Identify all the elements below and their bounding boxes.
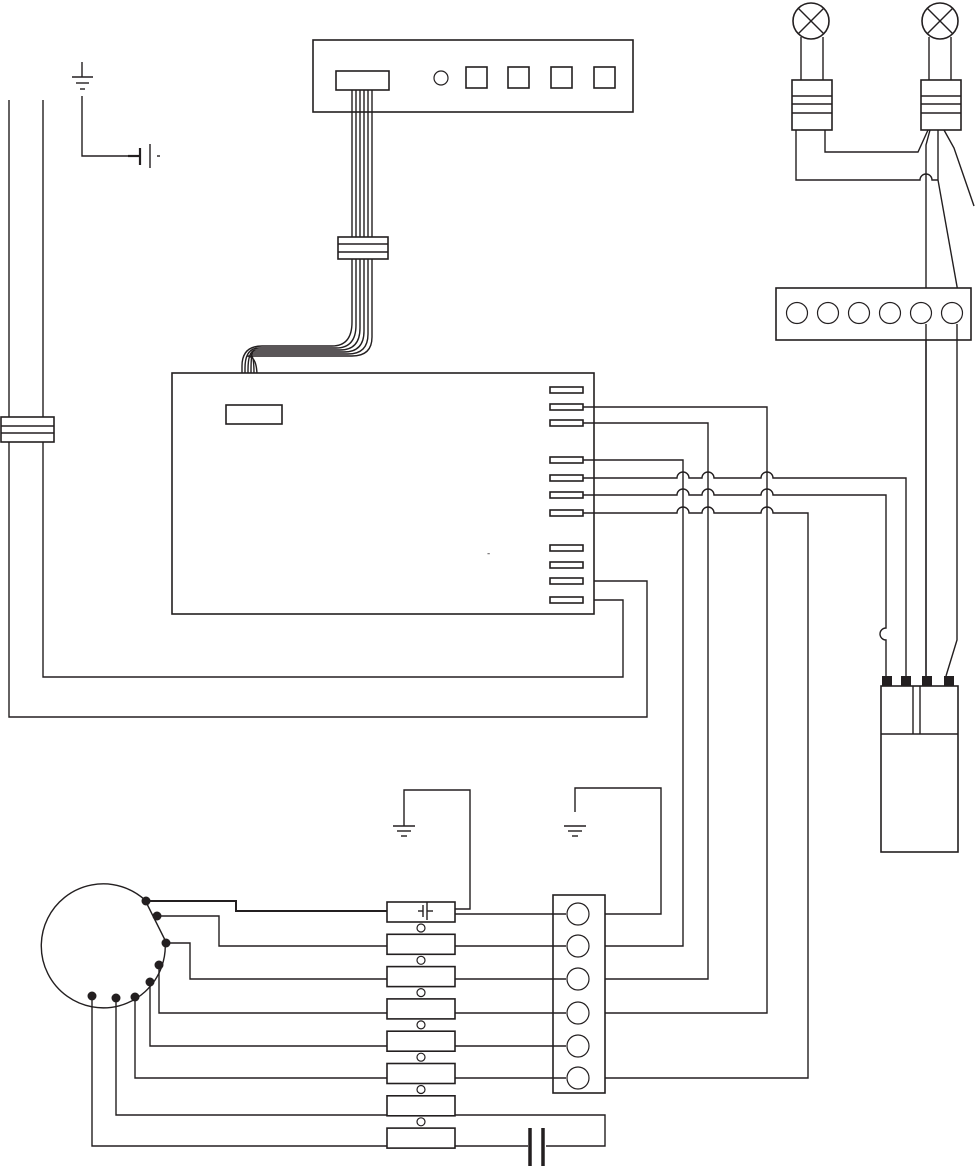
board-spade-terminal (550, 475, 583, 481)
motor-block-screw-icon (417, 989, 425, 997)
board-spade-terminal (550, 545, 583, 551)
terminal-screw-icon (880, 303, 901, 324)
motor-lead-wire (157, 916, 387, 946)
motor-block-screw-icon (417, 924, 425, 932)
board-spade-terminal (550, 510, 583, 516)
motor-block-screw-icon (417, 1118, 425, 1126)
motor-lead-wire (159, 965, 387, 1013)
board-spade-terminal (550, 420, 583, 426)
terminal-screw-icon (567, 935, 589, 957)
board-spade-terminal (550, 404, 583, 410)
lamp-cross-circle-icon (793, 3, 829, 39)
earth-symbol-mid (393, 790, 470, 909)
terminal-screw-icon (911, 303, 932, 324)
motor-lead-wire (166, 943, 387, 979)
push-button-2 (508, 67, 529, 88)
ribbon-connector-board (226, 405, 282, 424)
motor-block-terminal (387, 1128, 455, 1148)
earth-symbol-top (72, 62, 128, 156)
battery-symbol (128, 144, 160, 168)
power-pin-4 (944, 676, 954, 686)
motor-block-screw-icon (417, 1053, 425, 1061)
push-button-3 (551, 67, 572, 88)
terminal-strip-top (776, 288, 971, 676)
terminal-strip-bottom (455, 895, 605, 1093)
lamp-connector-left (792, 80, 832, 130)
lamp-cross-circle-icon (922, 3, 958, 39)
push-button-1 (466, 67, 487, 88)
motor-terminal-block (387, 902, 455, 1148)
motor-block-terminal (387, 1064, 455, 1084)
capacitor (455, 1115, 605, 1166)
power-pin-2 (901, 676, 911, 686)
motor-lead-wire (92, 996, 387, 1146)
board-spade-terminal (550, 562, 583, 568)
board-wires-right (583, 407, 906, 1078)
motor-block-terminal (387, 967, 455, 987)
ribbon-inline-connector (338, 237, 388, 259)
ribbon-cable (242, 90, 388, 405)
power-connector-box (881, 676, 958, 852)
indicator-light-icon (434, 71, 448, 85)
inline-connector-left (1, 417, 54, 442)
terminal-screw-icon (567, 968, 589, 990)
motor-lead-wire (116, 998, 387, 1115)
control-board (172, 373, 594, 614)
terminal-screw-icon (567, 903, 589, 925)
motor-lead-wire (150, 982, 387, 1046)
motor-block-terminal (387, 1096, 455, 1116)
motor-lead-wire (135, 997, 387, 1078)
motor-block-screw-icon (417, 956, 425, 964)
ribbon-connector-panel (336, 71, 389, 90)
board-spade-terminal (550, 492, 583, 498)
board-spade-terminal (550, 387, 583, 393)
motor-block-screw-icon (417, 1086, 425, 1094)
board-spade-terminal (550, 457, 583, 463)
terminal-screw-icon (787, 303, 808, 324)
motor-block-terminal (387, 999, 455, 1019)
push-button-4 (594, 67, 615, 88)
terminal-screw-icon (818, 303, 839, 324)
switch-panel (313, 40, 633, 112)
terminal-screw-icon (567, 1067, 589, 1089)
terminal-screw-icon (849, 303, 870, 324)
motor-block-terminal (387, 902, 455, 922)
motor (41, 884, 387, 1146)
lamp-connector-right (921, 80, 961, 130)
motor-block-screw-icon (417, 1021, 425, 1029)
terminal-screw-icon (567, 1035, 589, 1057)
motor-lead-wire (146, 901, 387, 911)
board-tick-mark: - (487, 549, 490, 559)
terminal-screw-icon (942, 303, 963, 324)
board-spade-terminal (550, 578, 583, 584)
board-spade-terminal (550, 597, 583, 603)
terminal-screw-icon (567, 1002, 589, 1024)
motor-block-terminal (387, 934, 455, 954)
power-pin-1 (882, 676, 892, 686)
ribbon-conductor (242, 90, 352, 405)
motor-block-terminal (387, 1031, 455, 1051)
power-pin-3 (922, 676, 932, 686)
